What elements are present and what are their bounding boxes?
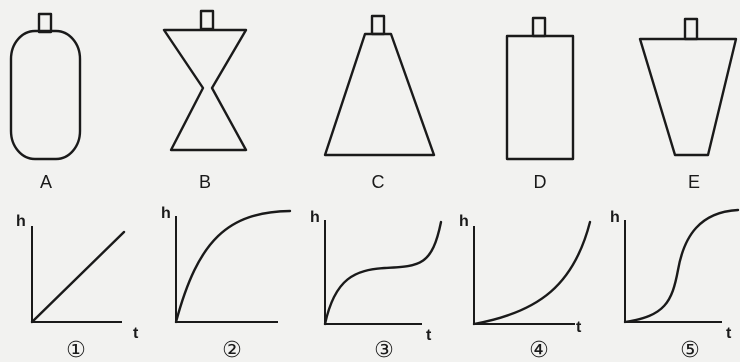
container-c-label: C (372, 172, 385, 192)
graph-1-label: ① (66, 338, 86, 362)
graph-5-axes (624, 220, 722, 323)
container-a-body (9, 29, 82, 161)
container-b-neck (199, 9, 215, 31)
graph-4-x-label: t (576, 319, 582, 336)
graph-3-curve (323, 220, 443, 326)
graph-1: h t ① (16, 213, 139, 362)
graph-2-label: ② (222, 338, 242, 362)
graph-2: h ② (161, 205, 292, 362)
container-b: B (162, 9, 248, 192)
container-b-label: B (199, 172, 211, 192)
graph-5-label: ⑤ (680, 338, 700, 362)
graph-1-x-label: t (133, 325, 139, 342)
container-e-label: E (688, 172, 700, 192)
graph-5: h t ⑤ (610, 208, 740, 362)
container-d-body (505, 34, 575, 161)
graph-4-label: ④ (529, 338, 549, 362)
graph-1-y-label: h (16, 213, 26, 230)
container-b-body (162, 28, 248, 152)
container-e-neck (683, 17, 699, 41)
container-d: D (505, 16, 575, 192)
graph-5-curve (623, 208, 740, 324)
container-a-label: A (40, 172, 52, 192)
container-c-neck (370, 14, 386, 36)
container-c-body (323, 32, 436, 157)
container-d-label: D (534, 172, 547, 192)
graph-2-axes (175, 216, 278, 323)
graph-3-axes (324, 220, 422, 325)
graph-2-curve (174, 209, 292, 324)
graph-4-curve (472, 220, 592, 326)
container-e-body (638, 37, 738, 157)
graph-5-y-label: h (610, 209, 620, 226)
container-c: C (323, 14, 436, 192)
container-a-neck (37, 12, 53, 34)
container-e: E (638, 17, 738, 192)
graph-1-curve (30, 230, 126, 324)
graph-2-y-label: h (161, 205, 171, 222)
container-d-neck (531, 16, 547, 38)
graph-3: h t ③ (310, 209, 443, 362)
graph-3-label: ③ (374, 338, 394, 362)
container-a: A (9, 12, 82, 192)
graph-4: h t ④ (459, 213, 592, 362)
graph-4-y-label: h (459, 213, 469, 230)
graph-5-x-label: t (726, 325, 732, 342)
graph-3-y-label: h (310, 209, 320, 226)
graph-3-x-label: t (426, 327, 432, 344)
